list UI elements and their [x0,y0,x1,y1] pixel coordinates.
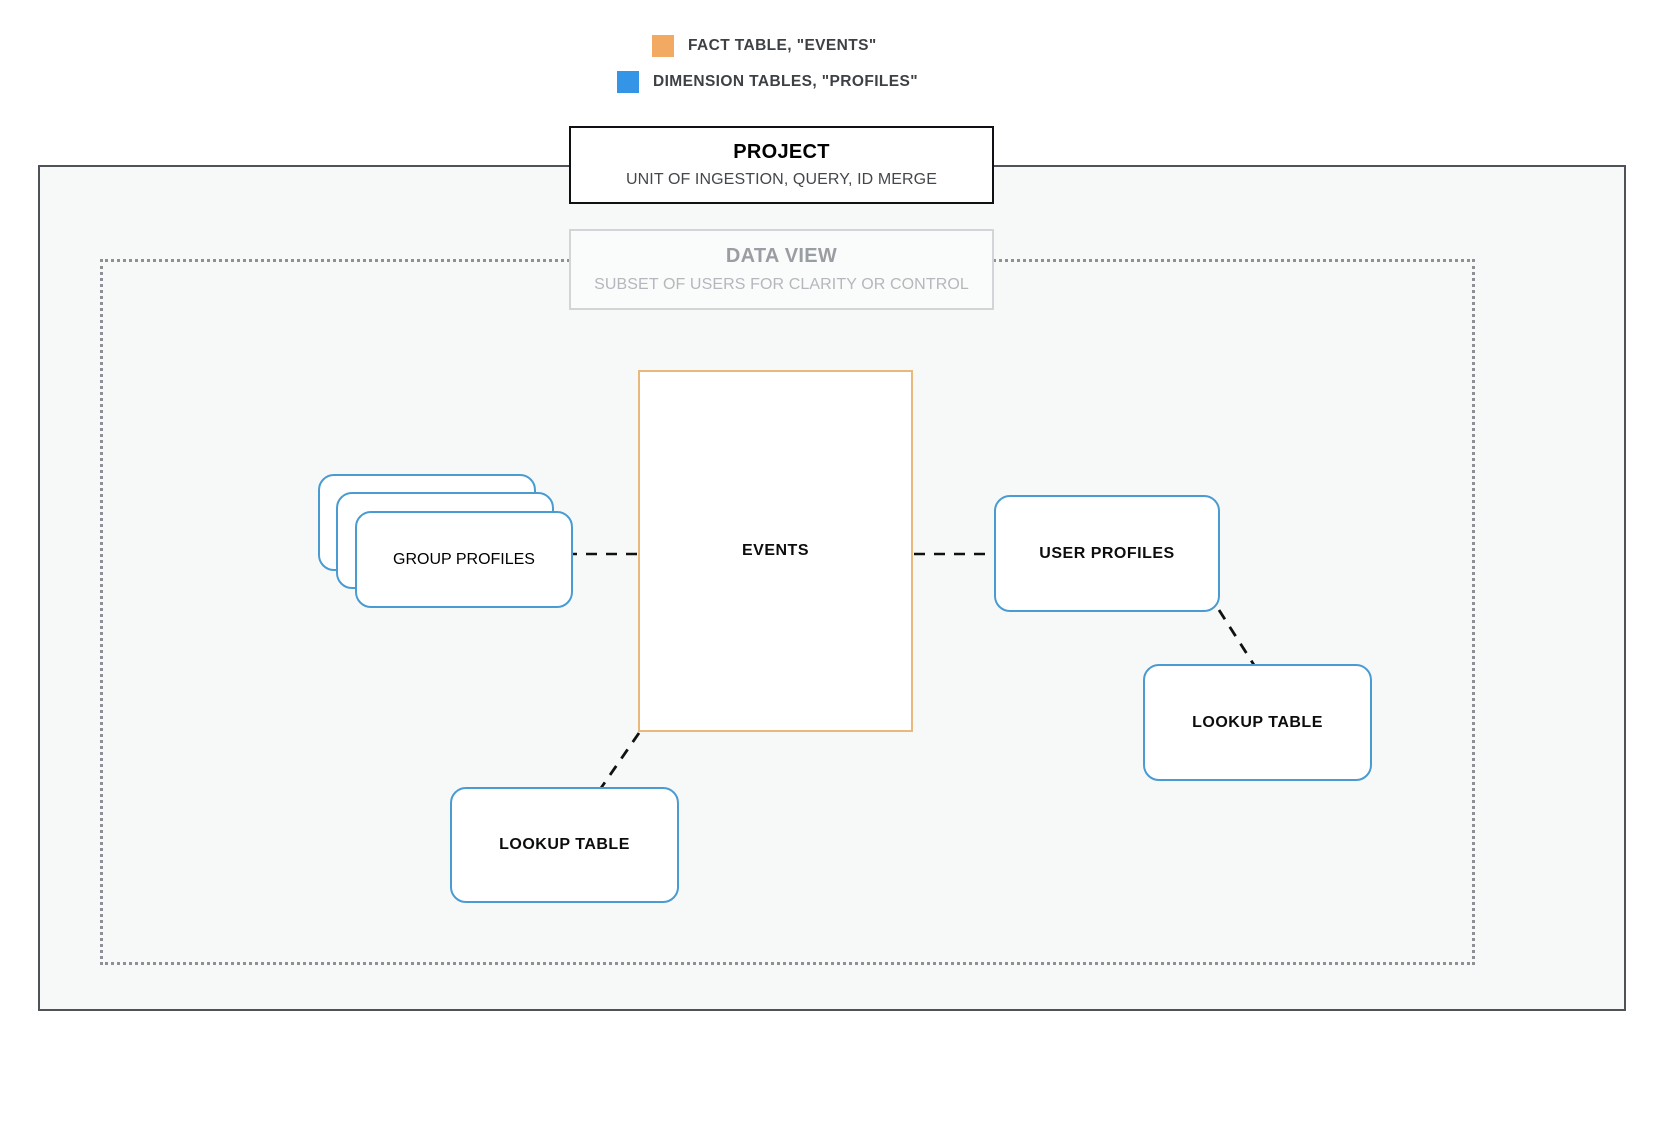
node-user-profiles[interactable]: USER PROFILES [994,495,1220,612]
square-swatch-icon [652,35,674,57]
node-events[interactable]: EVENTS [638,370,913,732]
node-lookup-table-right[interactable]: LOOKUP TABLE [1143,664,1372,781]
node-group-profiles-label: GROUP PROFILES [393,550,535,568]
node-user-profiles-label: USER PROFILES [1039,544,1175,562]
data-view-subtitle: SUBSET OF USERS FOR CLARITY OR CONTROL [594,276,969,293]
node-lookup-table-left-label: LOOKUP TABLE [499,836,630,853]
project-title: PROJECT [733,141,830,163]
legend-label-dimension-tables: DIMENSION TABLES, "PROFILES" [653,73,919,90]
data-view-title: DATA VIEW [725,245,838,267]
node-lookup-table-right-label: LOOKUP TABLE [1192,713,1323,731]
legend-item-fact-table: FACT TABLE, "EVENTS" [652,35,877,57]
node-group-profiles[interactable]: GROUP PROFILES [318,474,573,608]
square-swatch-icon [617,71,639,93]
project-header-card: PROJECT UNIT OF INGESTION, QUERY, ID MER… [569,126,994,204]
project-subtitle: UNIT OF INGESTION, QUERY, ID MERGE [625,171,937,188]
data-view-header-card: DATA VIEW SUBSET OF USERS FOR CLARITY OR… [569,229,994,310]
node-lookup-table-left[interactable]: LOOKUP TABLE [450,787,679,903]
node-events-label: EVENTS [741,542,809,559]
legend-label-fact-table: FACT TABLE, "EVENTS" [688,37,877,54]
legend-item-dimension-tables: DIMENSION TABLES, "PROFILES" [617,71,918,93]
node-group-profiles-stack-card-front[interactable]: GROUP PROFILES [355,511,573,608]
